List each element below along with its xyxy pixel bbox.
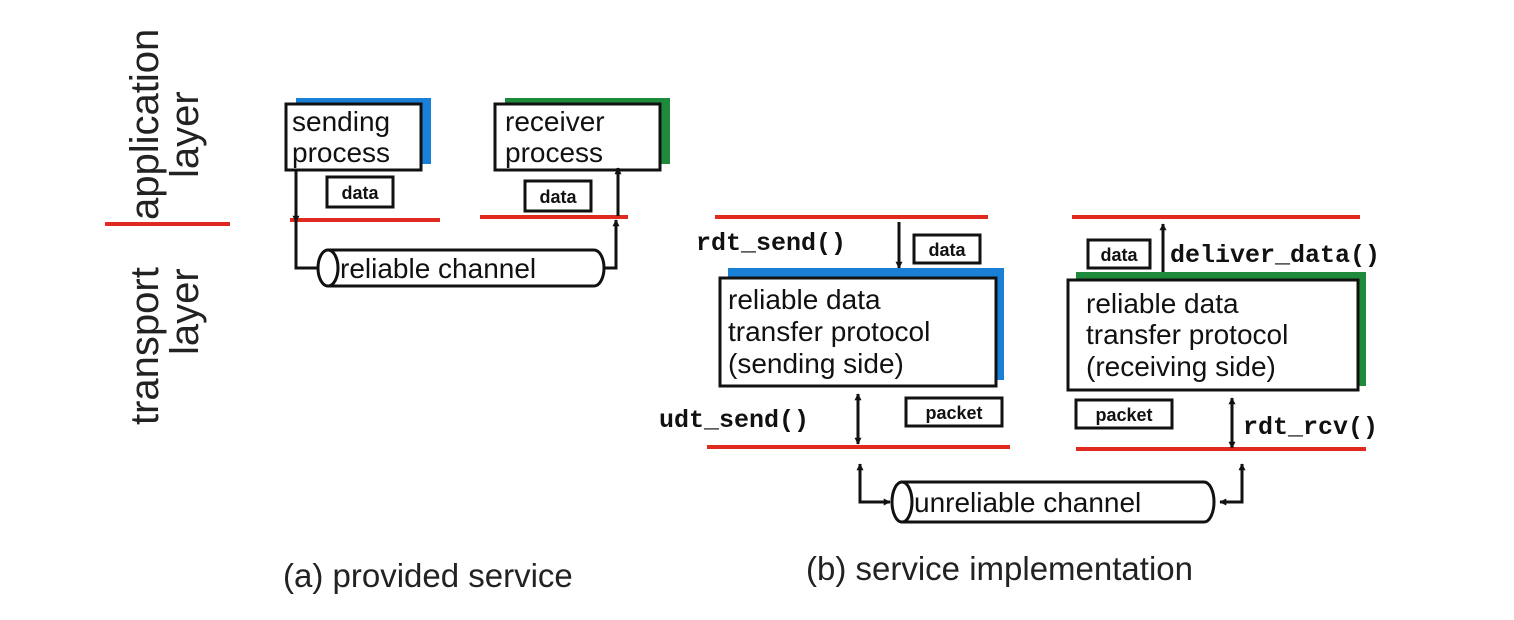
packet-tag-b-recv: packet — [1074, 398, 1174, 430]
svg-text:unreliable channel: unreliable channel — [914, 487, 1141, 518]
receiver-process-box: receiver process — [493, 98, 670, 172]
svg-text:data: data — [1100, 245, 1138, 265]
udt-send-label: udt_send() — [659, 406, 809, 435]
svg-text:layer: layer — [163, 268, 207, 355]
transport-layer-label: transport layer — [123, 267, 207, 425]
svg-text:reliable channel: reliable channel — [340, 253, 536, 284]
sending-protocol-box: reliable data transfer protocol (sending… — [718, 268, 1004, 388]
caption-a: (a) provided service — [283, 557, 573, 594]
unreliable-channel: unreliable channel — [890, 480, 1216, 524]
svg-text:application: application — [123, 29, 167, 220]
arrow-recv-side-channel — [1219, 463, 1246, 506]
data-tag-a-left: data — [325, 175, 395, 209]
svg-text:layer: layer — [163, 91, 207, 178]
data-tag-b-recv: data — [1086, 238, 1152, 270]
caption-b: (b) service implementation — [806, 550, 1193, 587]
receiving-protocol-box: reliable data transfer protocol (receivi… — [1066, 272, 1366, 392]
svg-text:receiver: receiver — [505, 106, 605, 137]
svg-text:data: data — [928, 240, 966, 260]
svg-text:transfer protocol: transfer protocol — [1086, 319, 1288, 350]
sending-process-box: sending process — [284, 98, 431, 172]
svg-text:sending: sending — [292, 106, 390, 137]
packet-tag-b-send: packet — [904, 396, 1004, 428]
svg-text:reliable data: reliable data — [1086, 288, 1239, 319]
arrow-send-side-channel — [856, 463, 891, 506]
svg-text:packet: packet — [1095, 405, 1152, 425]
arrow-sender-to-channel — [294, 222, 326, 272]
data-tag-a-right: data — [523, 179, 593, 213]
svg-text:(sending side): (sending side) — [728, 348, 904, 379]
svg-text:data: data — [539, 187, 577, 207]
rdt-send-label: rdt_send() — [696, 229, 846, 258]
rdt-rcv-label: rdt_rcv() — [1243, 413, 1378, 442]
data-tag-b-send: data — [912, 233, 982, 265]
reliable-channel: reliable channel — [316, 248, 606, 288]
svg-text:process: process — [505, 137, 603, 168]
deliver-data-label: deliver_data() — [1170, 241, 1380, 270]
svg-text:transport: transport — [123, 267, 167, 425]
application-layer-label: application layer — [123, 29, 207, 220]
svg-text:transfer protocol: transfer protocol — [728, 316, 930, 347]
svg-text:process: process — [292, 137, 390, 168]
svg-text:packet: packet — [925, 403, 982, 423]
svg-text:data: data — [341, 183, 379, 203]
svg-text:(receiving side): (receiving side) — [1086, 351, 1276, 382]
svg-text:reliable data: reliable data — [728, 284, 881, 315]
